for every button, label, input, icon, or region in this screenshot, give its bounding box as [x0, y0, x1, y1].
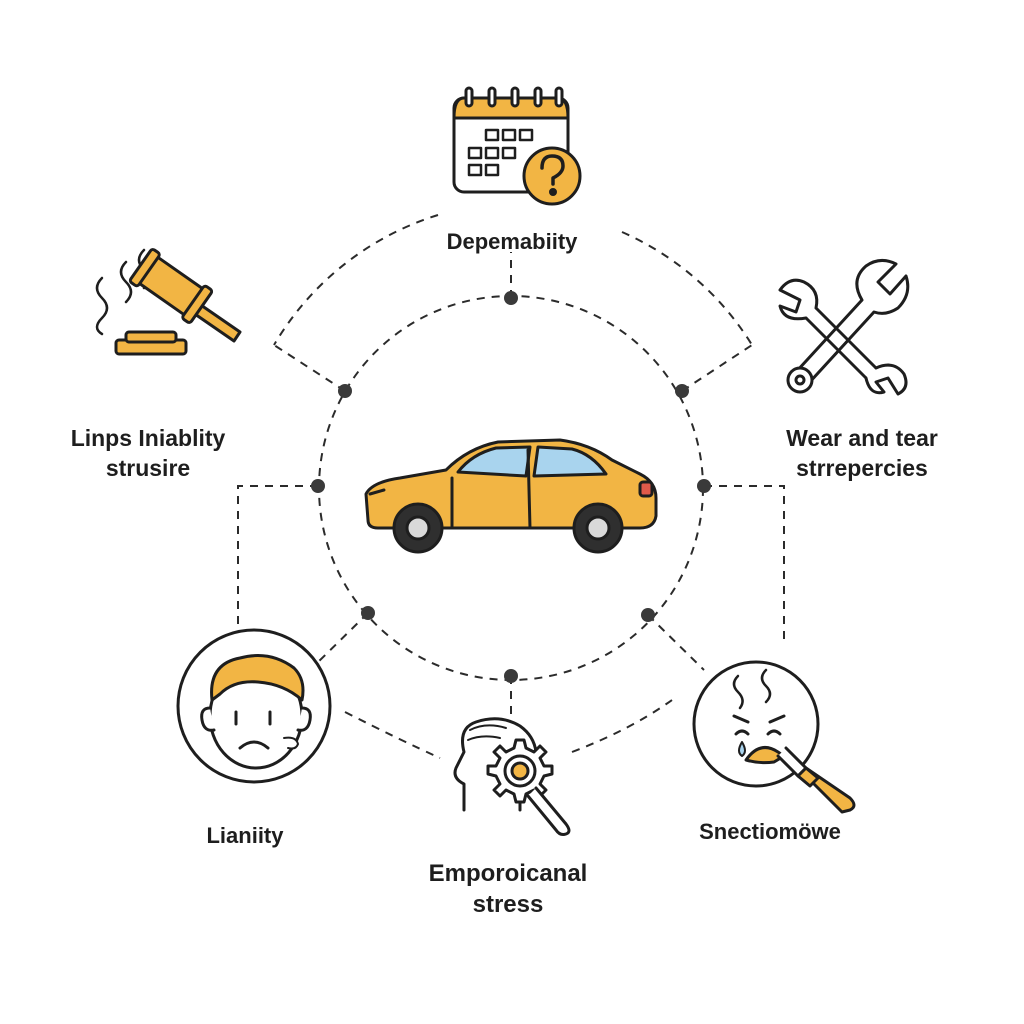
label-top: Depemabiity [446, 229, 578, 254]
label-bottom: Emporoicanal stress [398, 858, 618, 920]
outer-dashed-arc-bottom-right [571, 699, 673, 753]
outer-dashed-arc-bottom-left [344, 711, 441, 759]
dot-upper-left [338, 384, 352, 398]
wrench-icon [778, 259, 910, 396]
label-upper-right-line-2: strrepercies [796, 454, 928, 481]
spoke-lower-right [647, 614, 705, 671]
spoke-left [237, 485, 318, 640]
spoke-right [704, 485, 785, 640]
dot-lower-right [641, 608, 655, 622]
label-upper-right-line-1: Wear and tear [786, 425, 938, 451]
car-icon [364, 438, 658, 554]
outer-dashed-arc-left [273, 214, 439, 346]
label-upper-left-line-2: strusire [105, 454, 191, 481]
spoke-upper-right [681, 344, 753, 392]
dot-right [697, 479, 711, 493]
junction-dots [311, 291, 711, 683]
dot-upper-right [675, 384, 689, 398]
label-upper-right: Wear and tear strrepercies [744, 424, 980, 484]
calendar-question-icon [452, 86, 582, 206]
sad-face-icon [176, 628, 332, 784]
spoke-lower-left [311, 612, 369, 669]
dot-bottom [504, 669, 518, 683]
label-lower-right: Snectiomöwe [699, 819, 841, 844]
label-bottom-line-1: Emporoicanal [428, 860, 588, 887]
dot-lower-left [361, 606, 375, 620]
spoke-upper-left [273, 344, 346, 392]
label-upper-left-line-1: Linps Iniablity [70, 425, 226, 451]
label-bottom-line-2: stress [472, 891, 544, 919]
head-gear-icon [453, 717, 571, 836]
crying-face-tool-icon [692, 660, 856, 814]
outer-dashed-arc-right [621, 231, 753, 346]
gavel-icon [95, 248, 242, 356]
dot-left [311, 479, 325, 493]
label-lower-left: Lianiity [206, 823, 284, 848]
label-upper-left: Linps Iniablity strusire [38, 424, 258, 484]
dot-top [504, 291, 518, 305]
